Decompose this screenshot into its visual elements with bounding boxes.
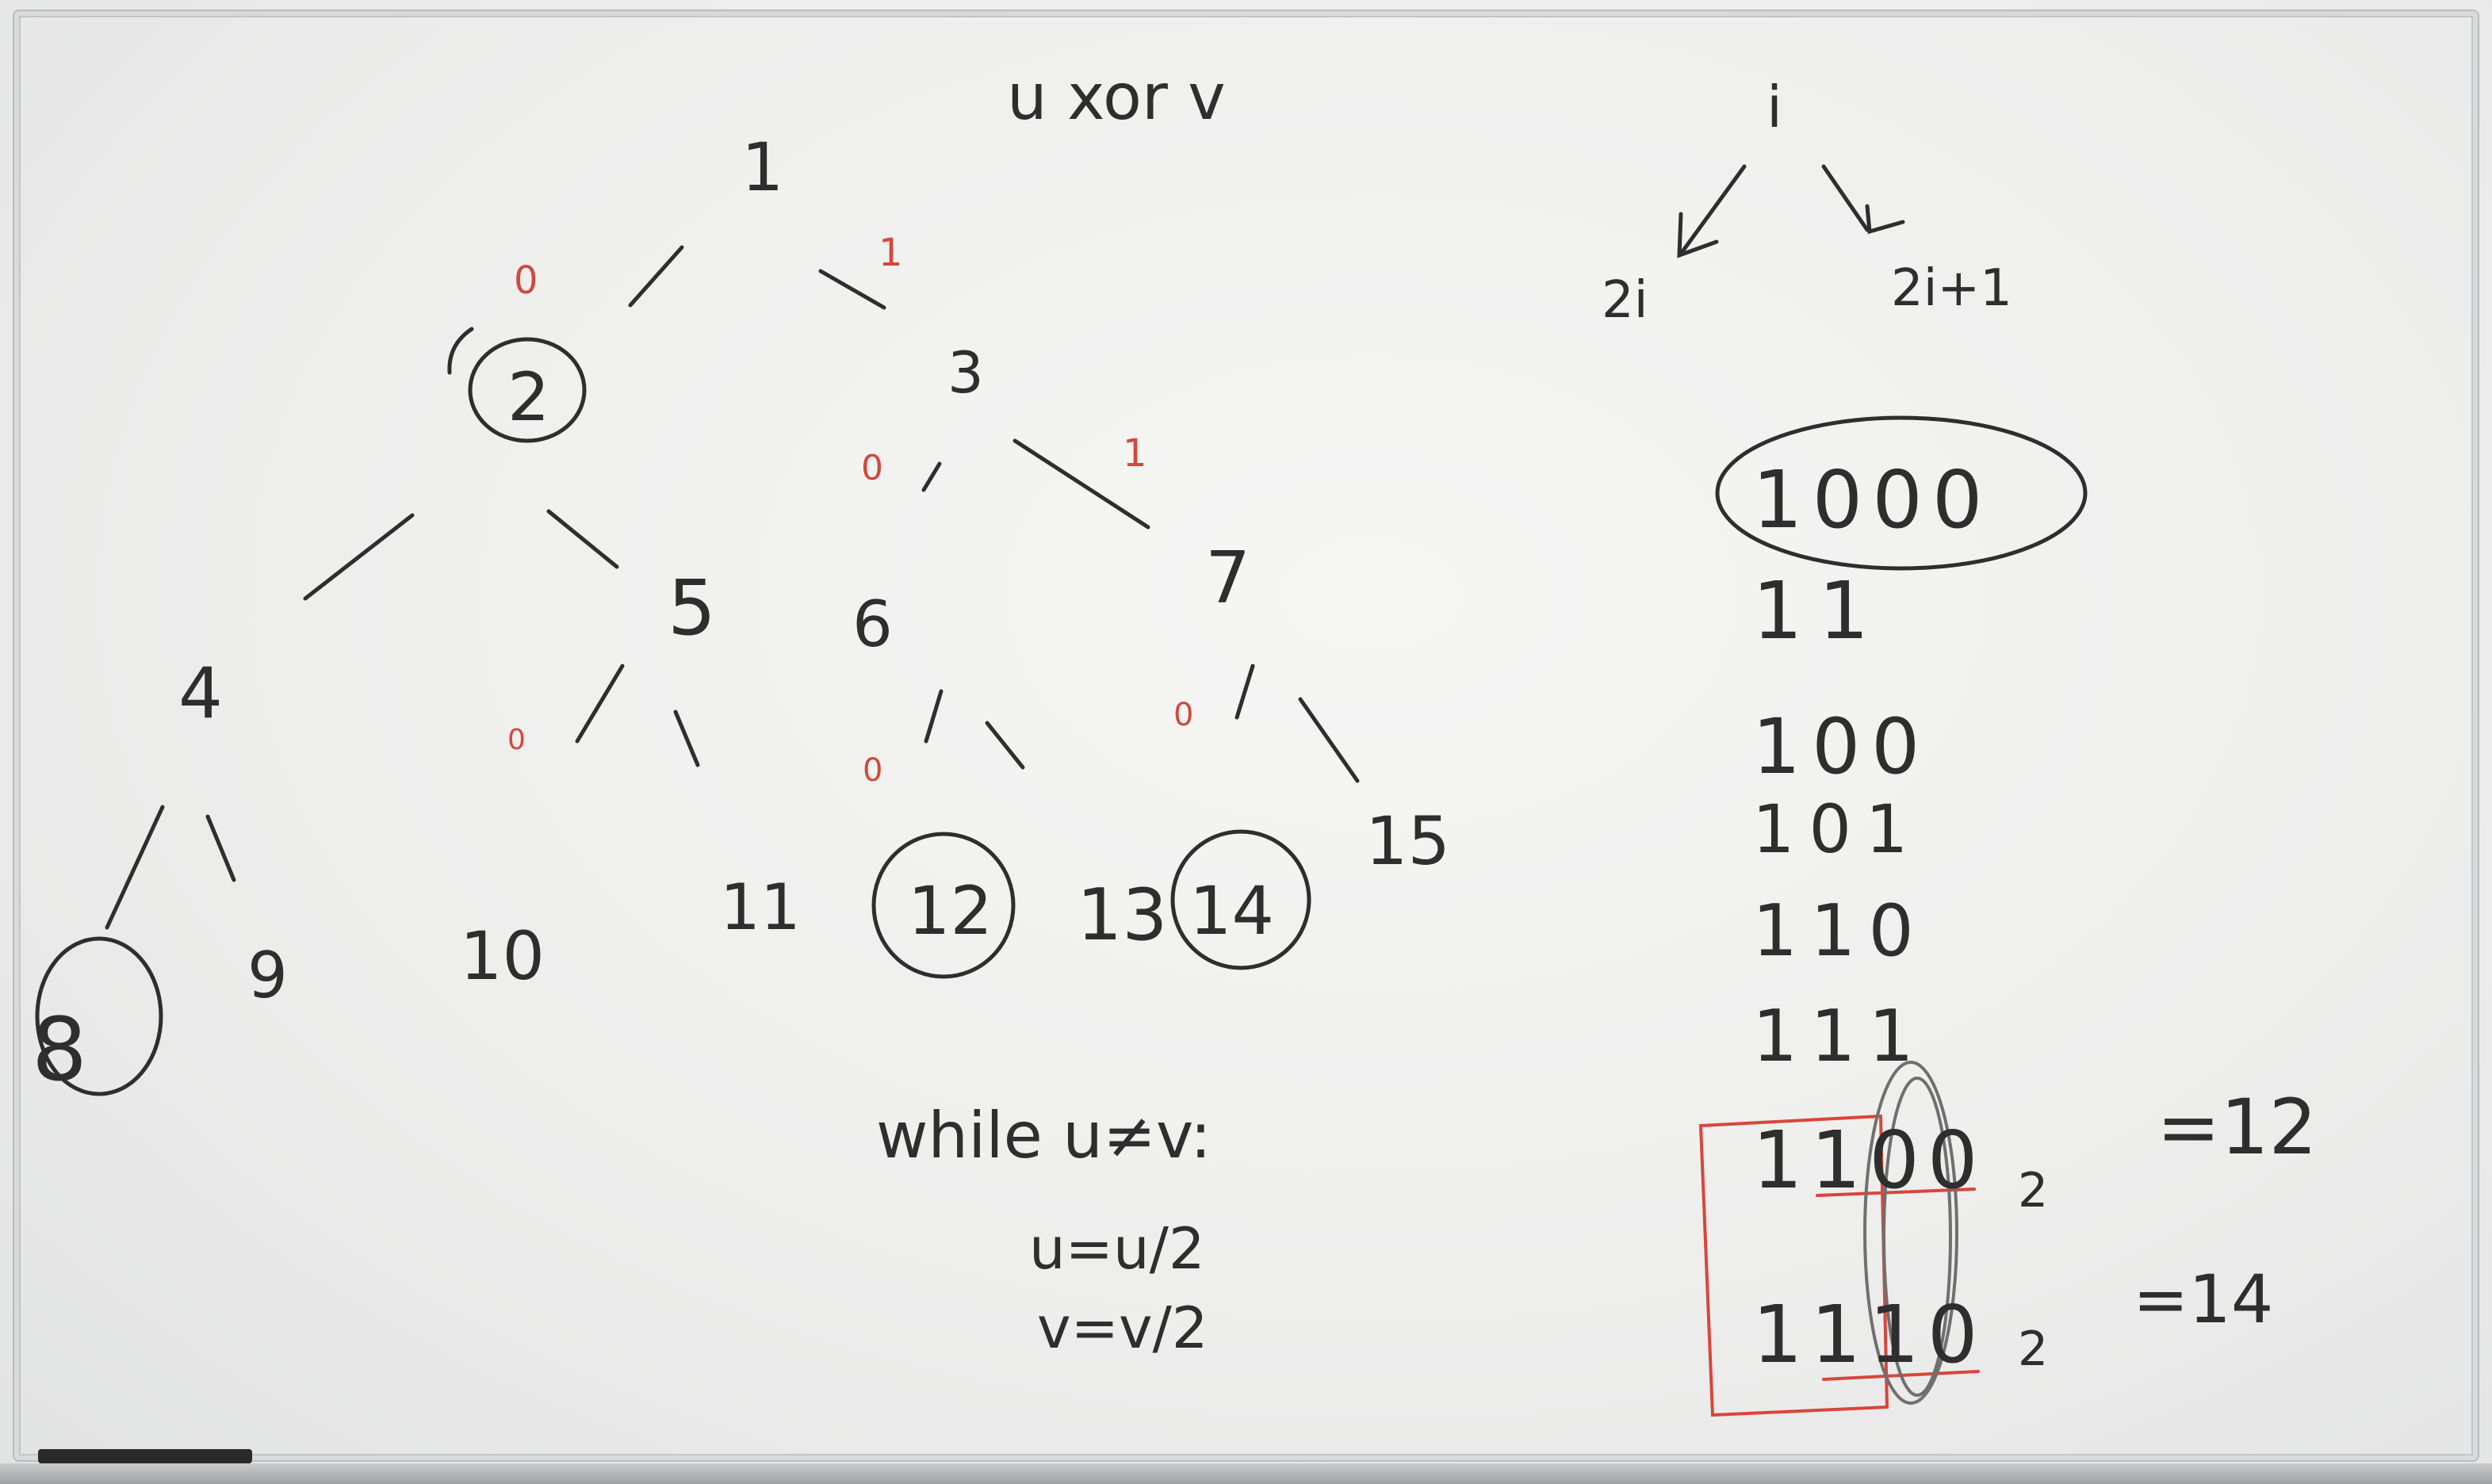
tree-node-3: 3 bbox=[947, 339, 984, 406]
tree-node-2: 2 bbox=[507, 358, 549, 436]
tree-node-4: 4 bbox=[178, 652, 223, 734]
tree-node-15: 15 bbox=[1365, 802, 1450, 880]
circle-binary-1000 bbox=[1715, 415, 2088, 571]
compare-v: 1110 bbox=[1752, 1288, 1986, 1381]
tree-node-14: 14 bbox=[1189, 872, 1274, 950]
edge-bit: 0 bbox=[863, 752, 882, 789]
binary-row: 11 bbox=[1752, 564, 1885, 657]
red-box bbox=[1698, 1114, 1889, 1417]
compare-u: 1100 bbox=[1752, 1114, 1986, 1207]
edge-bit: 1 bbox=[879, 231, 903, 275]
marker-pen bbox=[38, 1449, 252, 1463]
binary-row: 111 bbox=[1752, 995, 1927, 1078]
tree-edges bbox=[105, 245, 1360, 930]
tree-node-6: 6 bbox=[852, 587, 893, 661]
legend-right-child: 2i+1 bbox=[1891, 259, 2012, 318]
whiteboard-frame bbox=[14, 11, 2478, 1460]
grey-column-circle bbox=[1863, 1061, 1958, 1405]
edge-bit: 0 bbox=[514, 258, 538, 303]
tree-node-12: 12 bbox=[908, 872, 993, 950]
edge-bits: 0 1 0 1 0 0 0 bbox=[507, 231, 1193, 789]
marker-tray bbox=[0, 1463, 2492, 1484]
algorithm: while u≠v: u=u/2 v=v/2 bbox=[876, 1099, 1212, 1361]
binary-row: 110 bbox=[1752, 889, 1927, 973]
tree-nodes: 1 2 3 4 5 6 7 8 9 10 11 12 13 14 15 bbox=[32, 128, 1450, 1100]
binary-row: 1000 bbox=[1752, 453, 1992, 546]
legend-left-child: 2i bbox=[1602, 271, 1648, 330]
circle-node-2 bbox=[468, 337, 587, 443]
edge-bit: 0 bbox=[861, 448, 883, 488]
tree-node-7: 7 bbox=[1205, 537, 1250, 620]
compare-u-value: =12 bbox=[2157, 1083, 2318, 1172]
compare-v-value: =14 bbox=[2133, 1260, 2273, 1338]
tree-node-5: 5 bbox=[668, 564, 716, 652]
circle-node-14 bbox=[1170, 829, 1311, 970]
compare-u-base: 2 bbox=[2018, 1163, 2048, 1218]
algorithm-line-u: u=u/2 bbox=[1029, 1215, 1205, 1282]
node-circles bbox=[35, 327, 1311, 1096]
tree-node-11: 11 bbox=[720, 870, 801, 944]
binary-compare: 1100 2 =12 1110 2 =14 bbox=[1698, 1061, 2318, 1417]
tree-node-9: 9 bbox=[247, 939, 288, 1012]
tree-node-8: 8 bbox=[32, 999, 87, 1100]
edge-bit: 0 bbox=[1173, 697, 1193, 733]
edge-bit: 1 bbox=[1123, 431, 1147, 476]
index-legend: i 2i 2i+1 bbox=[1602, 74, 2012, 330]
heading: u xor v bbox=[1007, 60, 1226, 134]
algorithm-loop: while u≠v: bbox=[876, 1099, 1212, 1172]
binary-list: 1000 11 100 101 110 111 bbox=[1715, 415, 2088, 1078]
tree-node-1: 1 bbox=[741, 128, 783, 206]
algorithm-line-v: v=v/2 bbox=[1037, 1295, 1208, 1361]
circle-node-8 bbox=[35, 936, 163, 1096]
tree-node-13: 13 bbox=[1077, 874, 1168, 957]
legend-parent: i bbox=[1767, 74, 1782, 140]
circle-node-12 bbox=[871, 832, 1016, 979]
edge-bit: 0 bbox=[507, 724, 526, 756]
binary-row: 100 bbox=[1752, 702, 1931, 791]
binary-row: 101 bbox=[1752, 790, 1922, 868]
tree-node-10: 10 bbox=[460, 917, 545, 995]
compare-v-base: 2 bbox=[2018, 1321, 2048, 1377]
